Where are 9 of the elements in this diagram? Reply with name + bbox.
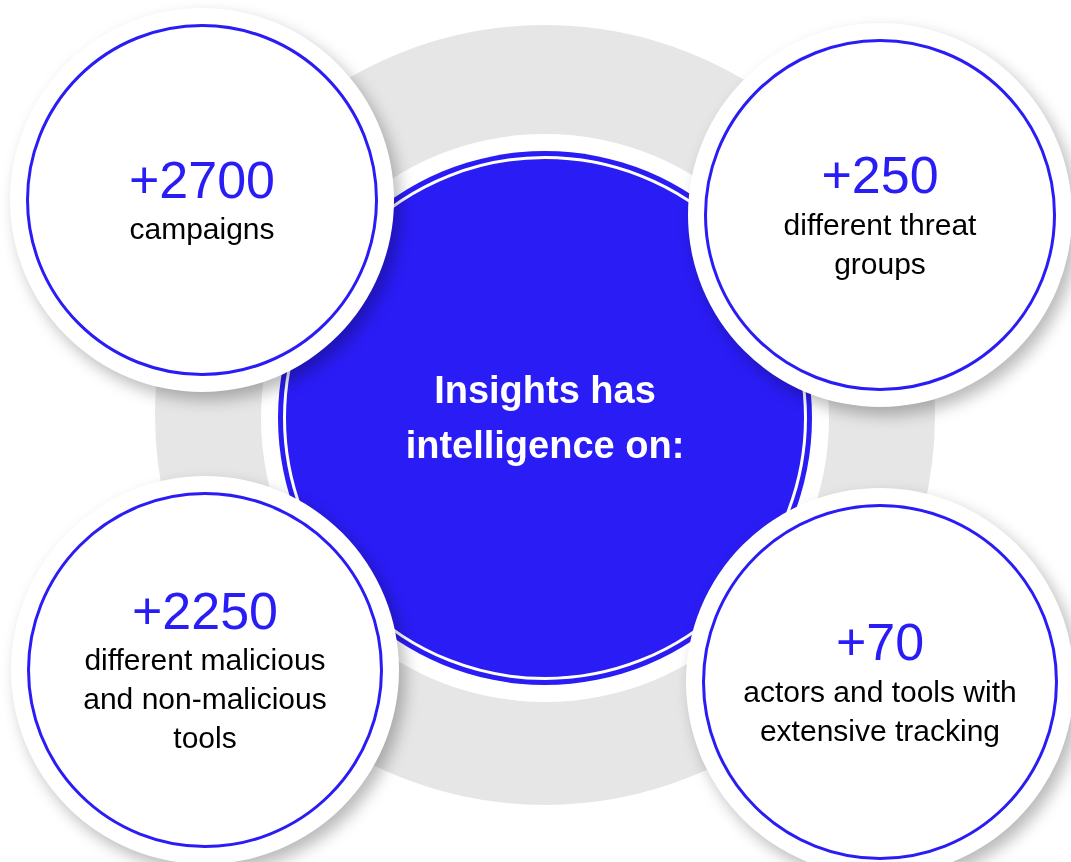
stat-number: +2700 — [128, 151, 275, 210]
stat-description: different malicious and non-malicious tools — [82, 642, 328, 757]
stat-description: campaigns — [128, 211, 276, 248]
stat-description: different threat groups — [782, 206, 978, 282]
stat-description: actors and tools with extensive tracking — [742, 673, 1018, 749]
heading-text: Insights has intelligence on: — [404, 367, 686, 468]
stat-number: +2250 — [131, 582, 278, 641]
stat-number: +70 — [835, 614, 925, 672]
stat-number: +250 — [821, 147, 939, 205]
